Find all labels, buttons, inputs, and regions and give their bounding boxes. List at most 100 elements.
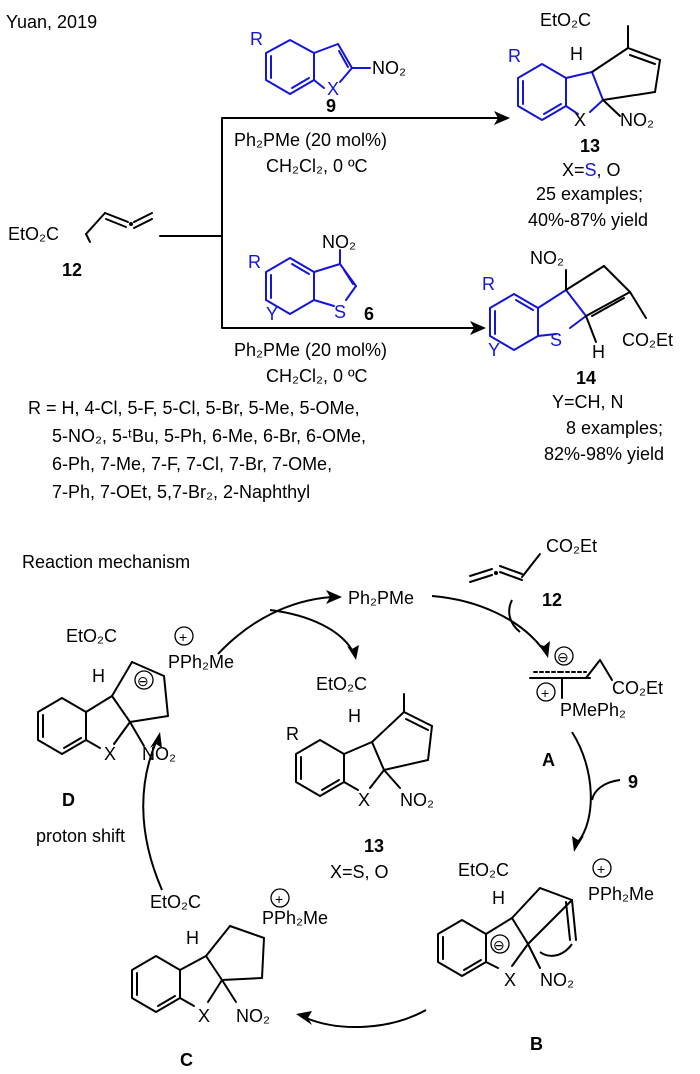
svg-text:+: + [179, 629, 187, 645]
svg-text:EtO₂C: EtO₂C [458, 860, 509, 880]
top-catalyst: Ph₂PMe (20 mol%) [234, 130, 387, 150]
label-A: A [542, 750, 555, 770]
C-phosphonium: PPh₂Me [262, 908, 328, 928]
top-x-def: X=S, O [562, 160, 621, 180]
bottom-examples: 8 examples; [566, 418, 663, 438]
citation: Yuan, 2019 [6, 12, 97, 32]
svg-text:H: H [492, 888, 505, 908]
bottom-conditions: CH₂Cl₂, 0 ºC [266, 366, 368, 386]
svg-text:NO₂: NO₂ [236, 1006, 270, 1026]
intermediate-D: EtO₂C H ⊖ + PPh₂Me X NO₂ D [37, 626, 234, 810]
intermediate-B: EtO₂C H ⊖ X NO₂ + PPh₂Me B [437, 858, 654, 1054]
cycle-arrow-B-to-C [305, 1009, 427, 1029]
cycle-arrow-C-to-D [142, 741, 163, 891]
svg-text:H: H [348, 706, 361, 726]
label-13-mech: 13 [364, 836, 384, 856]
bottom-y-def: Y=CH, N [552, 392, 624, 412]
svg-text:S: S [334, 302, 346, 322]
top-yield: 40%-87% yield [528, 210, 648, 230]
substituents-line4: 7-Ph, 7-OEt, 5,7-Br₂, 2-Naphthyl [52, 482, 310, 502]
svg-text:X: X [198, 1006, 210, 1026]
intermediate-A: ⊖ CO₂Et + PMePh₂ A [529, 646, 663, 770]
svg-text:NO₂: NO₂ [372, 58, 406, 78]
svg-text:Y: Y [266, 304, 278, 324]
svg-text:EtO₂C: EtO₂C [150, 892, 201, 912]
svg-text:X: X [358, 790, 370, 810]
svg-text:R: R [508, 46, 521, 66]
mech-product-13: EtO₂C H R X NO₂ 13 X=S, O [286, 674, 434, 882]
compound-13-product: EtO₂C H R X NO₂ 13 X=S, O 25 examples; 4… [508, 10, 661, 230]
svg-text:+: + [541, 685, 549, 701]
svg-text:CO₂Et: CO₂Et [622, 330, 673, 350]
cycle-arrow-to-A [431, 595, 543, 649]
svg-text:NO₂: NO₂ [540, 970, 574, 990]
label-12: 12 [62, 260, 82, 280]
substituents-line2: 5-NO₂, 5-ᵗBu, 5-Ph, 6-Me, 6-Br, 6-OMe, [52, 426, 366, 446]
cycle-arrow-release-13 [269, 609, 353, 651]
svg-text:EtO₂C: EtO₂C [8, 224, 59, 244]
top-examples: 25 examples; [536, 184, 643, 204]
mech-reagent-9: 9 [628, 772, 638, 792]
svg-text:EtO₂C: EtO₂C [540, 10, 591, 30]
svg-text:H: H [570, 44, 583, 64]
top-conditions: CH₂Cl₂, 0 ºC [266, 156, 368, 176]
reagent-9-feed-arrow [591, 779, 621, 801]
svg-text:X: X [504, 970, 516, 990]
svg-text:X: X [104, 744, 116, 764]
substituents-line1: R = H, 4-Cl, 5-F, 5-Cl, 5-Br, 5-Me, 5-OM… [28, 398, 360, 418]
label-C: C [180, 1050, 193, 1070]
compound-14-product: NO₂ R Y S H CO₂Et 14 Y=CH, N 8 examples;… [482, 248, 673, 464]
label-B: B [530, 1034, 543, 1054]
compound-9: X R NO₂ 9 [250, 29, 406, 116]
svg-text:S: S [550, 330, 562, 350]
svg-text:⊖: ⊖ [557, 649, 569, 665]
label-D: D [62, 790, 75, 810]
substituents-line3: 6-Ph, 7-Me, 7-F, 7-Cl, 7-Br, 7-OMe, [52, 454, 332, 474]
curly-arrow [539, 943, 573, 957]
svg-text:H: H [92, 666, 105, 686]
svg-text:H: H [592, 342, 605, 362]
label-13: 13 [580, 136, 600, 156]
mech-catalyst: Ph₂PMe [348, 588, 414, 608]
cycle-arrow-to-catalyst [217, 596, 333, 655]
mechanism-title: Reaction mechanism [22, 552, 190, 572]
svg-text:NO₂: NO₂ [400, 790, 434, 810]
proton-shift-label: proton shift [36, 826, 125, 846]
bottom-catalyst: Ph₂PMe (20 mol%) [234, 340, 387, 360]
svg-text:CO₂Et: CO₂Et [546, 536, 597, 556]
compound-12: EtO₂C 12 [8, 212, 153, 280]
svg-text:CO₂Et: CO₂Et [612, 678, 663, 698]
compound-6: NO₂ R Y S 6 6 [248, 232, 374, 324]
cycle-arrow-A-to-B [571, 731, 592, 843]
svg-text:NO₂: NO₂ [620, 110, 654, 130]
svg-text:NO₂: NO₂ [530, 248, 564, 268]
svg-text:+: + [275, 891, 283, 907]
mech-reagent-12: CO₂Et 12 [469, 536, 597, 610]
bottom-yield: 82%-98% yield [544, 444, 664, 464]
svg-text:⊖: ⊖ [137, 673, 149, 689]
intermediate-C: EtO₂C H X NO₂ + PPh₂Me C [131, 888, 328, 1070]
svg-text:+: + [597, 861, 605, 877]
svg-text:⊖: ⊖ [493, 937, 505, 953]
A-phosphonium: PMePh₂ [560, 700, 626, 720]
svg-text:R: R [250, 29, 263, 49]
svg-text:R: R [286, 724, 299, 744]
svg-text:Y: Y [488, 340, 500, 360]
svg-text:EtO₂C: EtO₂C [66, 626, 117, 646]
svg-text:6: 6 [364, 304, 374, 324]
D-phosphonium: PPh₂Me [168, 652, 234, 672]
svg-text:NO₂: NO₂ [322, 232, 356, 252]
reagent-12-feed-arrow [508, 599, 521, 633]
svg-text:R: R [482, 274, 495, 294]
svg-text:H: H [186, 928, 199, 948]
label-14: 14 [576, 368, 596, 388]
svg-text:X: X [327, 79, 339, 99]
mech-x-def: X=S, O [330, 862, 389, 882]
svg-text:R: R [248, 252, 261, 272]
B-phosphonium: PPh₂Me [588, 884, 654, 904]
svg-text:EtO₂C: EtO₂C [316, 674, 367, 694]
svg-text:12: 12 [542, 590, 562, 610]
svg-text:NO₂: NO₂ [142, 744, 176, 764]
svg-text:X: X [574, 110, 586, 130]
